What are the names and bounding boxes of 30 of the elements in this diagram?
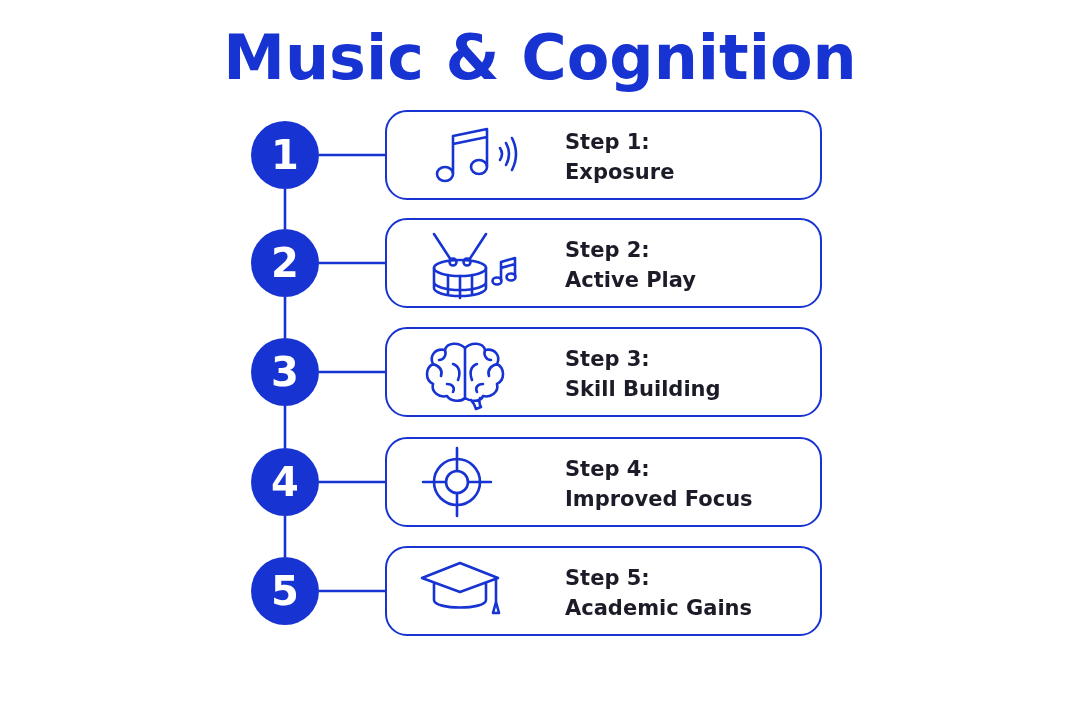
step-label: Step 5:: [565, 565, 650, 592]
connector-line: [283, 189, 287, 229]
step-card: [385, 546, 822, 636]
connector-line: [319, 480, 385, 484]
step-label: Step 1:: [565, 129, 650, 156]
number-circle: 5: [251, 557, 319, 625]
diagram-title: Music & Cognition: [222, 20, 858, 96]
step-card: [385, 327, 822, 417]
step-card: [385, 110, 822, 200]
number-circle: 4: [251, 448, 319, 516]
step-title: Academic Gains: [565, 595, 753, 622]
number-circle: 1: [251, 121, 319, 189]
connector-line: [283, 406, 287, 448]
connector-line: [283, 297, 287, 338]
number-circle: 2: [251, 229, 319, 297]
step-label: Step 2:: [565, 237, 650, 264]
step-label: Step 3:: [565, 346, 650, 373]
connector-line: [319, 153, 385, 157]
connector-line: [319, 261, 385, 265]
step-title: Active Play: [565, 267, 696, 294]
step-label: Step 4:: [565, 456, 650, 483]
step-title: Skill Building: [565, 376, 721, 403]
step-card: [385, 218, 822, 308]
number-circle: 3: [251, 338, 319, 406]
step-card: [385, 437, 822, 527]
connector-line: [319, 589, 385, 593]
connector-line: [319, 370, 385, 374]
connector-line: [283, 516, 287, 557]
step-title: Improved Focus: [565, 486, 753, 513]
step-title: Exposure: [565, 159, 675, 186]
